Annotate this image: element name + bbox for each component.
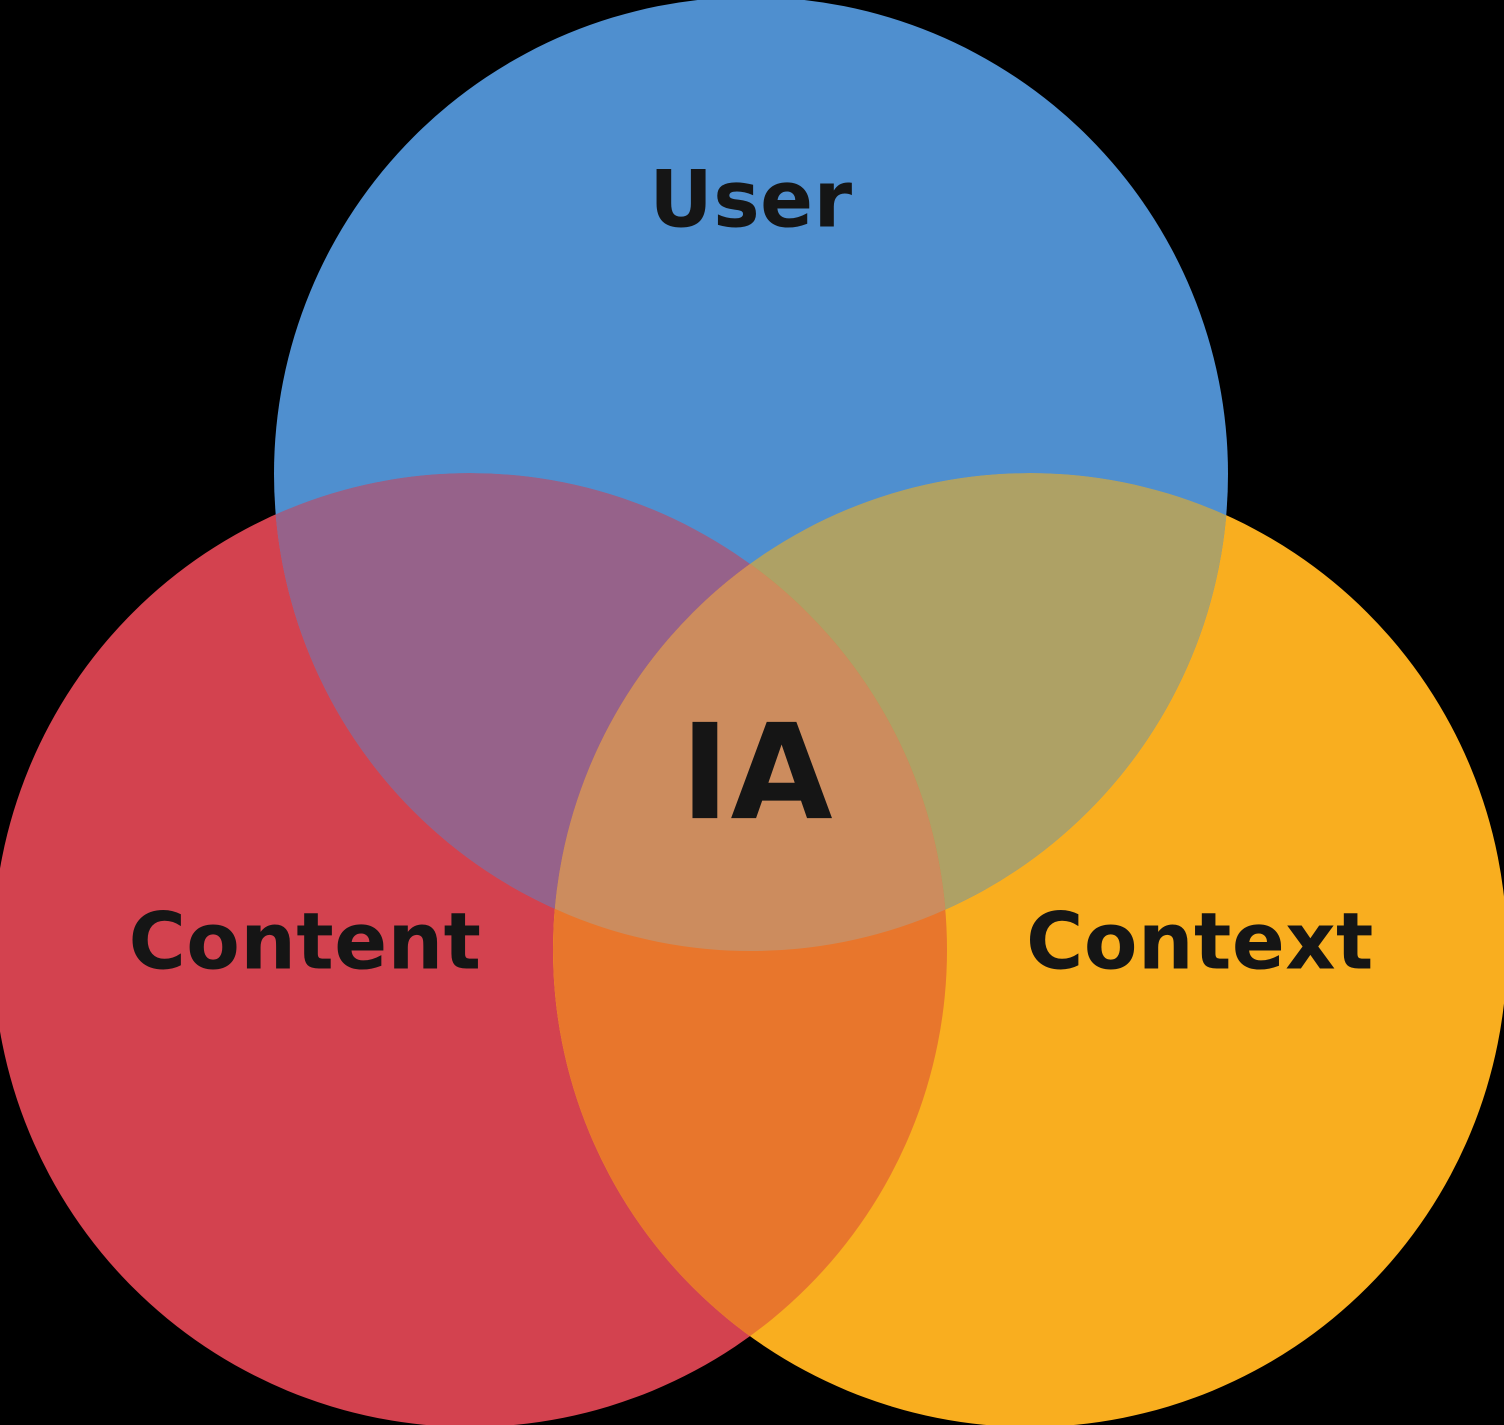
intersection-user-content-context	[553, 473, 947, 951]
set-label-user: User	[649, 155, 852, 245]
intersection-label-ia: IA	[680, 696, 833, 850]
intersection-group-triple	[553, 473, 947, 951]
set-label-context: Context	[1026, 897, 1374, 987]
set-label-content: Content	[129, 897, 482, 987]
